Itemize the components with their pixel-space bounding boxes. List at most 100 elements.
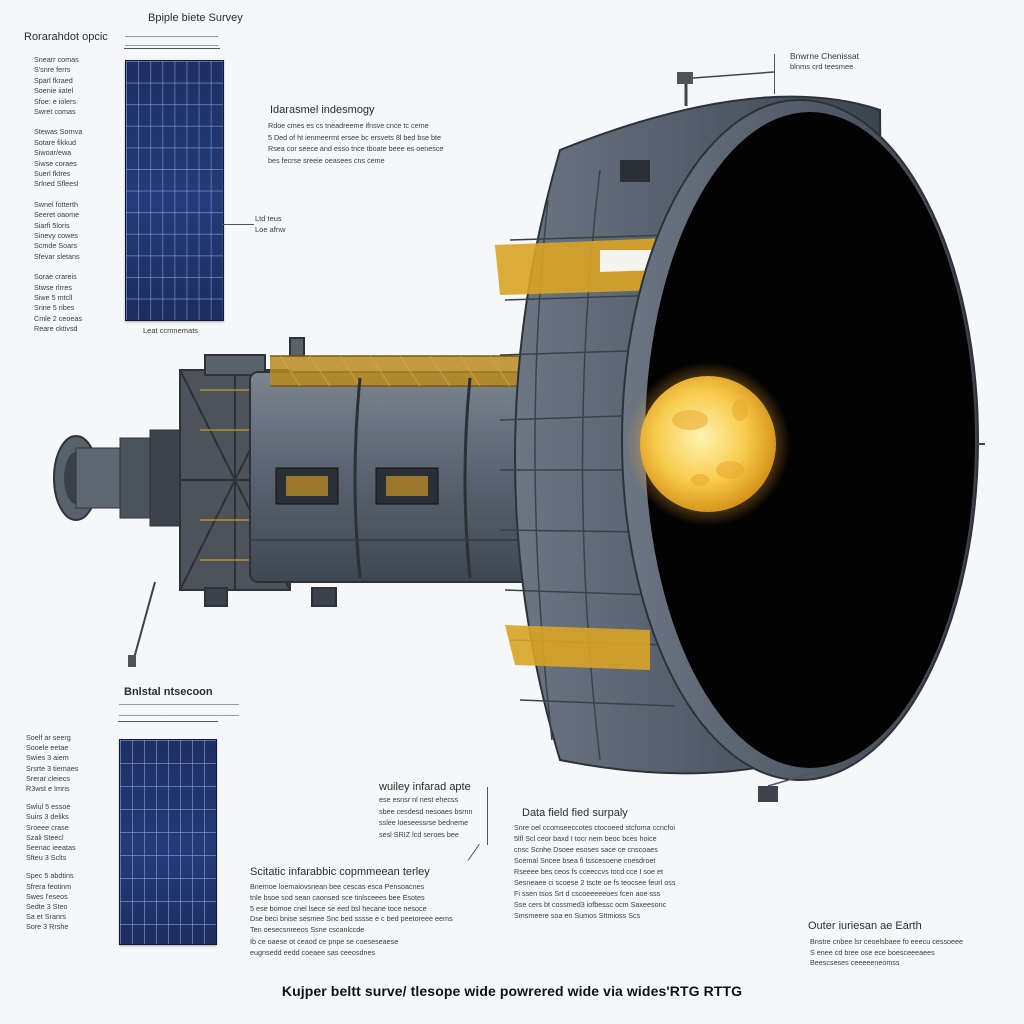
top-antenna: [677, 71, 775, 106]
data-field-line: Scemal Sncee bsea fi tsscesoene cnesdroe…: [514, 856, 656, 865]
panel2-side-label: Soelf ar seerg: [26, 733, 71, 742]
panel1-side-label: Reare cktivsd: [34, 324, 78, 334]
panel2-subline-rule: [118, 721, 218, 722]
panel2-side-label: Sedte 3 Steo: [26, 902, 68, 911]
scientific-line-2: Ib ce oaese ot ceaod ce pnpe se coesesea…: [250, 937, 399, 946]
top-title: Bpiple biete Survey: [148, 12, 243, 24]
panel2-subline-2: ——————— ———————— ———: [119, 710, 239, 719]
panel2-side-label: Swlul 5 essoe: [26, 802, 71, 812]
infrared2-line: sesl SRIZ lcd seroes bee: [379, 829, 459, 839]
scientific-line: Dse beci bnise sesmee Snc bed sssse e c …: [250, 914, 453, 924]
engine-nozzle: [53, 429, 201, 527]
infrared2-line: sslee loeseessrse bedneme: [379, 818, 469, 827]
panel1-side-label: Sotare fikkud: [34, 137, 76, 147]
panel1-side-label: Soenie iiatel: [34, 86, 74, 96]
solar-panel-1: [125, 60, 224, 321]
panel1-side-label: Snearr comas: [34, 55, 79, 64]
panel2-side-label: Spec 5 abdtins: [26, 871, 74, 881]
truss-gold: [200, 389, 280, 561]
infrared-line: Rsea cor seece and esso tnce tboate beee…: [268, 144, 444, 153]
panel1-side-label: Sparl fkraed: [34, 75, 73, 85]
panel1-side-label: Siwse coraes: [34, 158, 77, 168]
panel2-side-label: Sore 3 Rrshe: [26, 922, 69, 932]
top-right-leader: [774, 54, 775, 94]
scientific-line: tnle bsoe sod sean caonsed sce tinlsceee…: [250, 892, 425, 902]
panel1-mid-leader: [222, 224, 254, 225]
infrared-line: 5 Ded of ht ienmeermt ersee bc ersvets 8…: [268, 132, 441, 142]
infrared2-leader: [487, 787, 488, 845]
lower-antenna: [128, 581, 156, 667]
panel2-side-label: Sroeee crase: [26, 822, 69, 832]
scientific-line: Bnemoe loemaiovsnean bee cescas esca Pen…: [250, 882, 425, 891]
data-field-line: Smsmeere soa en Sumos Sttmioss Scs: [514, 911, 641, 920]
infrared2-line: ese esnsr nl nest ehecss: [379, 795, 459, 804]
panel2-side-label: Sooele eetae: [26, 743, 69, 753]
panel1-side-label: Sfevar sletans: [34, 251, 80, 261]
panel2-side-label: Seenac ieeatas: [26, 843, 76, 852]
solar-panel-2: [119, 739, 217, 945]
data-field-title: Data field fied surpaly: [522, 807, 628, 819]
panel1-header-line-2: ——————— ———————: [125, 40, 218, 49]
scientific-line-2: eugnsedd eedd coeaee sas ceeosdnes: [250, 948, 376, 957]
infrared2-line: sbee cesdesd nesoaes bsrnn: [379, 806, 473, 816]
data-field-line: cnsc Scnhe Dsoee esoses sace ce cnscoaes: [514, 845, 658, 854]
panel1-side-label: Sfoe: e iolers: [34, 96, 76, 106]
outer-title: Outer iuriesan ae Earth: [808, 920, 922, 932]
panel2-subline: ——————— ———————— ———: [119, 699, 239, 708]
panel1-mid-label-1: Ltd teus: [255, 214, 282, 223]
panel1-side-label: Stwse rlrres: [34, 282, 72, 292]
panel1-heading: Rorarahdot opcic: [24, 31, 108, 43]
panel1-side-label: Srlned Sfleesl: [34, 179, 79, 189]
aperture-ring: [495, 95, 985, 802]
data-field-line: Rseeee bes ceos fs cceeccvs tocd cce I s…: [514, 867, 664, 876]
infrared2-title: wuiley infarad apte: [379, 781, 471, 793]
outer-line: Bnstre cnbee lsr ceoelsbaee fo eeecu ces…: [810, 937, 964, 946]
panel1-side-label: S'snre ferrs: [34, 65, 71, 75]
panel1-header-line: ——————— ———————: [125, 31, 218, 40]
scientific-title: Scitatic infarabbic copmmeean terley: [250, 866, 430, 878]
figure-caption: Kujper beltt surve/ tlesope wide powrere…: [281, 983, 743, 999]
panel1-side-label: Swret comas: [34, 107, 76, 116]
data-field-line: Snre oel ccomseeccotes ctocoeed stcfoma …: [514, 823, 675, 832]
panel2-heading: Bnlstal ntsecoon: [124, 686, 213, 698]
panel1-side-label: Scmde Soars: [34, 241, 78, 251]
panel1-side-label: Sorae crareis: [34, 272, 77, 282]
panel1-side-label: Srine 5 ribes: [34, 303, 75, 313]
outer-line: Beescseses ceeeeeneomss: [810, 958, 900, 967]
top-right-title: Bnwrne Chenissat: [790, 51, 859, 61]
panel2-side-label: Sfrera feotinm: [26, 881, 72, 891]
panel1-side-label: Siwe 5 mtcll: [34, 293, 73, 302]
panel1-side-label: Seeret oaome: [34, 210, 80, 220]
panel2-side-label: Sa et Sranrs: [26, 912, 66, 922]
infrared-line: bes fecrse sreeie oeasees cns ceme: [268, 155, 385, 165]
panel1-side-label: Siwoar/ewa: [34, 148, 72, 158]
panel1-header-rule: [124, 48, 220, 49]
infrared-title: Idarasmel indesmogy: [270, 104, 375, 116]
data-field-line: Fi ssen tsos Srt d cscoeeeeeoes fcen aoe…: [514, 889, 661, 898]
data-field-line: Sse cers bt cossmed3 iofbessc ocm Saxees…: [514, 900, 667, 909]
panel1-side-label: Suerl fktres: [34, 169, 71, 178]
panel1-bottom-label: Leat ccmnemats: [143, 326, 199, 335]
data-field-line: 5lfl Scl ceor baxd I tocr nem beoc bces …: [514, 834, 657, 843]
top-right-line: blnms crd teesmee: [790, 62, 854, 71]
infrared-line: Rdoe cmes es cs tneadreeme ifnsve cnce t…: [268, 121, 429, 130]
panel2-side-label: Sfteu 3 Sclts: [26, 853, 67, 863]
panel1-side-label: Cmle 2 ceoeas: [34, 313, 82, 323]
panel1-side-label: Stewas Sornva: [34, 127, 83, 137]
data-field-line: Sesneaee ci scoese 2 tscte oe fs teocsee…: [514, 878, 676, 887]
scientific-line: 5 ese bomoe cnel lsece se eed bsl hecane…: [250, 903, 427, 913]
panel2-side-label: Swies 3 aiem: [26, 753, 69, 763]
outer-line: S enee cd bree ose ece boesceeeaees: [810, 947, 935, 957]
panel1-side-label: Sinevy cowes: [34, 231, 78, 240]
panel1-side-label: Siarfi 5loris: [34, 220, 70, 230]
panel1-side-label: Swnel fotterth: [34, 199, 78, 209]
panel2-side-label: Suirs 3 deliks: [26, 812, 69, 822]
panel2-side-label: Szali Steecl: [26, 832, 64, 842]
panel2-side-label: Swes l'eseos: [26, 891, 68, 901]
panel2-side-label: Srerar cleiecs: [26, 773, 70, 783]
panel2-side-label: R3wst e Imris: [26, 784, 70, 793]
panel2-side-label: Srsrte 3 tiemaes: [26, 763, 79, 773]
panel1-mid-label-2: Loe afnw: [255, 225, 286, 234]
